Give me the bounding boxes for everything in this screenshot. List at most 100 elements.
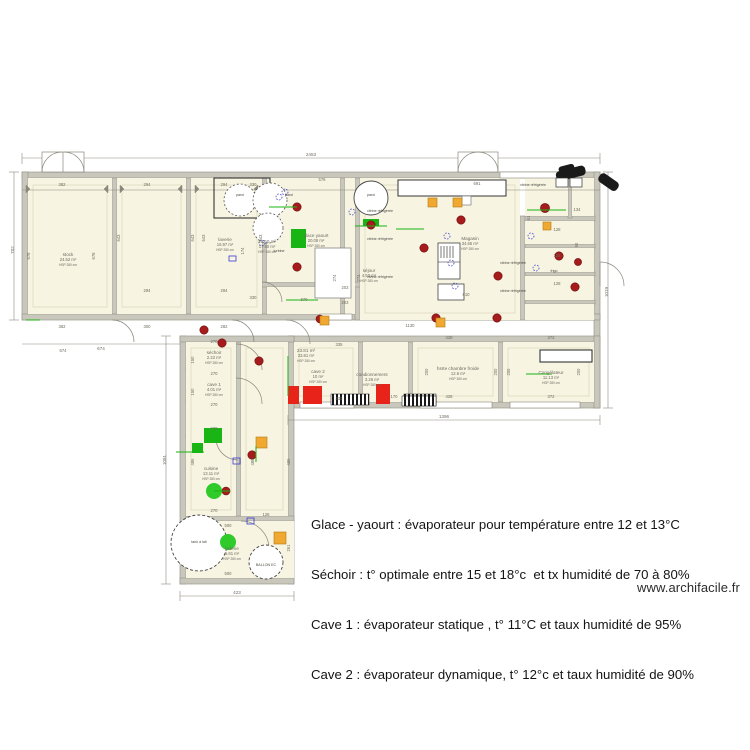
legend-notes: Glace - yaourt : évaporateur pour tempér… [311,484,694,700]
dimension-label: 678 [26,252,31,260]
room-name-label: Magasin [461,236,479,241]
dimension-label: 61 [526,215,531,220]
dimension-label: 643 [190,234,195,242]
dimension-label: 174 [240,247,245,255]
dimension-label: 170 [391,394,399,399]
room-hsp-label: HSP 280 cm [542,381,560,385]
room-name-label: laverie [218,237,232,242]
dimension-label: 486 [250,458,255,466]
room-hsp-label: HSP 280 cm [461,247,479,251]
room-name-label: hsrte chambre froide [437,366,480,371]
dimension-label: 294 [221,288,229,293]
dimension-label: 372 [548,394,556,399]
dimension-label: 382 [59,182,67,187]
dimension-label: 300 [144,324,152,329]
room-name-label: séjour [363,268,376,273]
dimension-left-height: 1081 [162,454,167,465]
room-name-label: 33.81 m² [297,348,316,353]
equipment-label: paroi [285,193,293,197]
equipment-label: vitrine réfrigérée [367,209,393,213]
dimension-lines-layer [9,153,613,601]
doors-layer [41,151,625,550]
room-hsp-label: HSP 280 cm [307,244,325,248]
dimension-label: 270 [211,339,219,344]
dimension-label: 428 [446,335,454,340]
overall-dimension-bottom-left: 423 [233,590,241,595]
dimension-label: 261 [286,544,291,552]
dimension-label: 274 [356,274,361,282]
room-name-label: laiterie [225,546,239,551]
equipment-label: vitrine réfrigérée [500,289,526,293]
equipment-labels-layer: vitrine réfrigérée vitrine réfrigérée vitr… [191,183,557,567]
dimension-label: 372 [548,335,556,340]
dimension-left-section: 674 [97,346,105,351]
dimension-label: 1130 [405,323,415,328]
dimension-label: 382 [59,324,67,329]
dimension-label: 330 [250,295,258,300]
equipment-label: vitrine réfrigérée [520,183,546,187]
room-area-label: 2.22 m² [207,355,222,360]
room-hsp-label: HSP 280 cm [258,250,276,254]
dimension-label: 578 [319,177,327,182]
overall-dimension-bottom: 1396 [439,414,450,419]
equipment-label: vitrine réfrigérée [367,275,393,279]
equipment-label: paroi [367,193,375,197]
dimension-label: 150 [190,356,195,364]
dimension-label: 200 [506,368,511,376]
dimension-label: 486 [286,458,291,466]
dimension-label: 810 [463,292,471,297]
legend-note-line: Glace - yaourt : évaporateur pour tempér… [311,517,680,533]
dimension-label: 643 [258,234,263,242]
room-name-label: stock [63,252,74,257]
equipment-label: turbine [274,249,285,253]
room-area-label: 4.01 m² [207,387,222,392]
legend-note-line: Cave 1 : évaporateur statique , t° 11°C … [311,616,682,632]
dimension-label: 335 [336,396,344,401]
room-area-label: 20.08 m² [308,238,325,243]
equipment-label: vitrine réfrigérée [500,261,526,265]
equipment-label: tank à lait [191,540,206,544]
equipment-layer [170,163,619,580]
dimension-label: 270 [211,508,219,513]
dimension-label: 643 [201,234,206,242]
room-hsp-label: HSP 280 cm [309,380,327,384]
room-hsp-label: HSP 280 cm [59,263,77,267]
equipment-label: frigo [551,269,558,273]
dimension-label: 128 [554,281,562,286]
dimension-label: 335 [336,342,344,347]
dimension-label: 274 [332,274,337,282]
dimension-label: 134 [574,207,582,212]
dimension-label: 294 [144,182,152,187]
room-name-label: cuisine [204,466,219,471]
room-area-label: 5.61 m² [225,551,240,556]
room-hsp-label: HSP 280 cm [363,383,381,387]
dimension-label: 200 [424,368,429,376]
dimension-label: 128 [263,512,271,517]
dimension-label: 282 [221,324,229,329]
dimension-label: 150 [190,388,195,396]
room-fills-layer [28,178,594,578]
interior-guidelines [32,184,590,511]
room-name-label: condionnement [356,372,388,377]
electrical-symbols-layer [26,188,582,545]
room-area-label: 17.50 m² [259,244,276,249]
room-area-label: 10 m² [313,374,324,379]
room-area-label: 33.81 m² [298,353,315,358]
overall-dimension-left: 702 [10,246,15,254]
dimension-label: 500 [225,571,233,576]
dimension-label: 203 [342,285,350,290]
dimension-label: 270 [211,426,219,431]
legend-note-line: Séchoir : t° optimale entre 15 et 18°c e… [311,566,690,582]
room-name-label: séchoir [207,350,222,355]
dimension-label: 678 [91,252,96,260]
room-area-label: 12.6 m² [451,371,466,376]
room-hsp-label: HSP 280 cm [297,359,315,363]
room-hsp-label: HSP 280 cm [202,477,220,481]
dimension-label: 128 [554,253,562,258]
room-name-label: Congélateur [538,370,563,375]
room-area-label: 13.11 m² [203,471,220,476]
room-hsp-label: HSP 280 cm [223,557,241,561]
overall-dimension-top: 2453 [306,152,317,157]
